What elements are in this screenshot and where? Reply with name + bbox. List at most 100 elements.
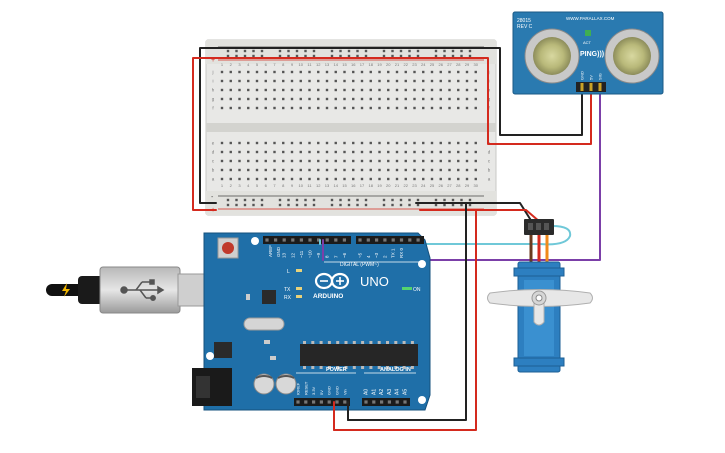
header-pin[interactable] xyxy=(291,238,295,242)
breadboard-hole[interactable] xyxy=(325,70,329,74)
rail-hole[interactable] xyxy=(356,49,359,53)
breadboard-hole[interactable] xyxy=(299,70,302,74)
breadboard-hole[interactable] xyxy=(422,168,425,172)
breadboard-hole[interactable] xyxy=(247,79,250,83)
breadboard-hole[interactable] xyxy=(369,159,372,163)
breadboard-hole[interactable] xyxy=(273,97,276,101)
rail-hole[interactable] xyxy=(243,203,247,207)
breadboard-hole[interactable] xyxy=(255,159,259,163)
ping-pin[interactable] xyxy=(580,83,584,91)
rail-hole[interactable] xyxy=(443,49,446,53)
breadboard-hole[interactable] xyxy=(395,150,399,154)
wire-red-servo[interactable] xyxy=(419,209,541,223)
header-pin[interactable] xyxy=(343,400,347,404)
breadboard-hole[interactable] xyxy=(308,150,311,154)
breadboard-hole[interactable] xyxy=(343,97,346,101)
breadboard-hole[interactable] xyxy=(387,177,390,181)
breadboard-hole[interactable] xyxy=(317,159,320,163)
breadboard-hole[interactable] xyxy=(404,177,407,181)
breadboard-hole[interactable] xyxy=(343,141,346,145)
breadboard-hole[interactable] xyxy=(404,150,407,154)
rail-hole[interactable] xyxy=(356,203,359,207)
rail-hole[interactable] xyxy=(443,198,446,202)
breadboard-hole[interactable] xyxy=(369,70,372,74)
breadboard-hole[interactable] xyxy=(395,97,399,101)
breadboard-hole[interactable] xyxy=(439,150,442,154)
breadboard-hole[interactable] xyxy=(255,97,259,101)
breadboard-hole[interactable] xyxy=(439,79,442,83)
breadboard-hole[interactable] xyxy=(264,88,267,92)
breadboard-hole[interactable] xyxy=(343,159,346,163)
breadboard-hole[interactable] xyxy=(255,177,259,181)
rail-hole[interactable] xyxy=(243,198,247,202)
rail-hole[interactable] xyxy=(252,54,255,58)
breadboard-hole[interactable] xyxy=(282,88,285,92)
rail-hole[interactable] xyxy=(278,203,282,207)
breadboard-hole[interactable] xyxy=(220,177,224,181)
header-pin[interactable] xyxy=(282,238,286,242)
rail-hole[interactable] xyxy=(226,203,230,207)
breadboard-hole[interactable] xyxy=(448,88,451,92)
breadboard-hole[interactable] xyxy=(334,177,337,181)
breadboard-hole[interactable] xyxy=(255,106,259,110)
breadboard-hole[interactable] xyxy=(360,150,364,154)
breadboard-hole[interactable] xyxy=(264,150,267,154)
breadboard-hole[interactable] xyxy=(282,106,285,110)
breadboard-hole[interactable] xyxy=(457,70,460,74)
header-pin[interactable] xyxy=(334,238,338,242)
breadboard-hole[interactable] xyxy=(404,168,407,172)
rail-hole[interactable] xyxy=(278,49,282,53)
breadboard-hole[interactable] xyxy=(238,177,241,181)
breadboard-hole[interactable] xyxy=(352,159,355,163)
breadboard-hole[interactable] xyxy=(422,79,425,83)
breadboard-hole[interactable] xyxy=(282,159,285,163)
breadboard-hole[interactable] xyxy=(474,177,477,181)
breadboard-hole[interactable] xyxy=(343,168,346,172)
ping-pin[interactable] xyxy=(598,83,602,91)
breadboard-hole[interactable] xyxy=(422,88,425,92)
breadboard-hole[interactable] xyxy=(439,159,442,163)
breadboard-hole[interactable] xyxy=(404,97,407,101)
breadboard-hole[interactable] xyxy=(273,159,276,163)
breadboard-hole[interactable] xyxy=(290,168,294,172)
breadboard-hole[interactable] xyxy=(395,159,399,163)
breadboard-hole[interactable] xyxy=(448,79,451,83)
header-pin[interactable] xyxy=(265,238,269,242)
breadboard-hole[interactable] xyxy=(334,150,337,154)
breadboard-hole[interactable] xyxy=(317,106,320,110)
rail-hole[interactable] xyxy=(330,198,334,202)
breadboard-hole[interactable] xyxy=(404,88,407,92)
breadboard-hole[interactable] xyxy=(325,159,329,163)
rail-hole[interactable] xyxy=(235,54,238,58)
breadboard-hole[interactable] xyxy=(378,141,381,145)
breadboard-hole[interactable] xyxy=(264,177,267,181)
breadboard-hole[interactable] xyxy=(317,79,320,83)
rail-hole[interactable] xyxy=(434,203,438,207)
breadboard-hole[interactable] xyxy=(474,150,477,154)
header-pin[interactable] xyxy=(372,400,376,404)
rail-hole[interactable] xyxy=(451,49,455,53)
breadboard-hole[interactable] xyxy=(273,70,276,74)
breadboard-hole[interactable] xyxy=(360,159,364,163)
breadboard-hole[interactable] xyxy=(395,79,399,83)
breadboard-hole[interactable] xyxy=(290,88,294,92)
header-pin[interactable] xyxy=(380,400,384,404)
rail-hole[interactable] xyxy=(434,54,438,58)
breadboard-hole[interactable] xyxy=(413,97,416,101)
breadboard-hole[interactable] xyxy=(457,177,460,181)
breadboard-hole[interactable] xyxy=(369,97,372,101)
breadboard-hole[interactable] xyxy=(457,97,460,101)
breadboard-hole[interactable] xyxy=(387,106,390,110)
breadboard-hole[interactable] xyxy=(395,106,399,110)
reset-button[interactable] xyxy=(222,242,234,254)
breadboard-hole[interactable] xyxy=(255,70,259,74)
breadboard-hole[interactable] xyxy=(360,79,364,83)
breadboard-hole[interactable] xyxy=(378,97,381,101)
rail-hole[interactable] xyxy=(312,203,316,207)
breadboard-hole[interactable] xyxy=(220,106,224,110)
breadboard-hole[interactable] xyxy=(334,70,337,74)
breadboard-hole[interactable] xyxy=(369,88,372,92)
breadboard-hole[interactable] xyxy=(422,97,425,101)
breadboard-hole[interactable] xyxy=(360,70,364,74)
